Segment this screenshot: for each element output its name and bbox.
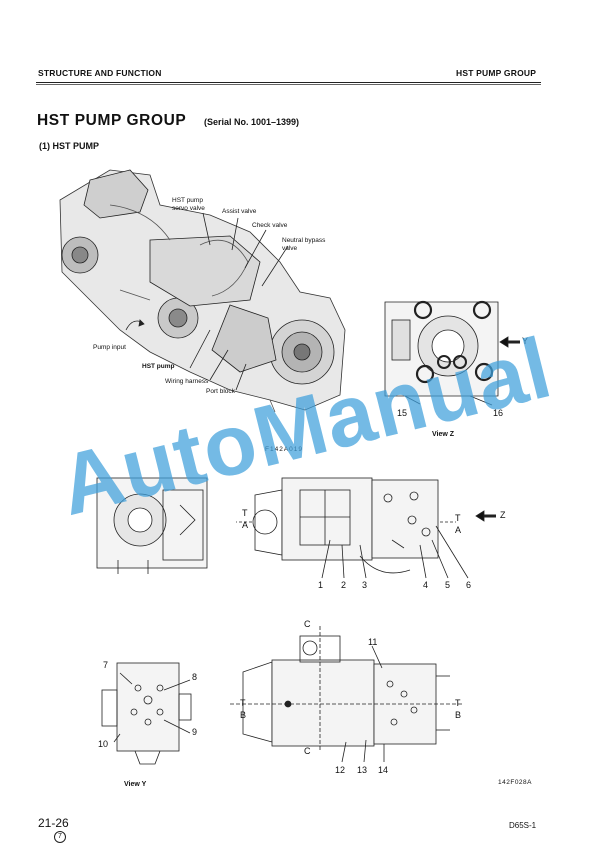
header-section-title: STRUCTURE AND FUNCTION	[38, 68, 162, 78]
arrow-z-letter: Z	[500, 510, 506, 520]
label-port-block: Port block	[206, 388, 235, 395]
model-number: D65S-1	[509, 821, 537, 830]
view-z-label: View Z	[432, 431, 455, 438]
part-number: 9	[192, 727, 198, 737]
part-number: 11	[368, 637, 378, 647]
section-c-top: C	[304, 619, 311, 629]
view-y-drawing	[101, 662, 192, 765]
part-number: 16	[493, 408, 504, 418]
part-number: 13	[357, 765, 368, 775]
section-view-drawing	[230, 626, 462, 763]
part-number: 15	[397, 408, 408, 418]
section-c-bottom: C	[304, 746, 311, 756]
part-number: 12	[335, 765, 346, 775]
figure-code-2: 142F028A	[498, 779, 532, 786]
header-rule-thin	[36, 84, 541, 85]
view-z-drawing	[384, 300, 520, 406]
part-number: 14	[378, 765, 389, 775]
section-a-right-top: T	[455, 513, 461, 523]
part-number: 10	[98, 739, 109, 749]
page-title: HST PUMP GROUP	[37, 112, 187, 129]
figure-code-1: F142A019	[265, 446, 303, 453]
part-number: 2	[341, 580, 347, 590]
label-wiring-harness: Wiring harness	[165, 378, 209, 385]
serial-range: (Serial No. 1001–1399)	[204, 117, 300, 127]
view-y-label: View Y	[124, 781, 147, 788]
label-pump-input: Pump input	[93, 344, 126, 351]
section-b-right-bottom: B	[455, 710, 462, 720]
label-hst-pump: HST pump	[142, 363, 175, 370]
section-subtitle: (1) HST PUMP	[39, 141, 100, 151]
label-hst-servo-1: HST pump	[172, 197, 203, 204]
part-number: 3	[362, 580, 368, 590]
section-a-right-bottom: A	[455, 525, 462, 535]
label-neutral-bypass-2: valve	[282, 245, 298, 252]
section-b-left-top: T	[240, 698, 246, 708]
section-a-left-top: T	[242, 508, 248, 518]
page-number: 21-26	[38, 816, 69, 830]
section-b-right-top: T	[455, 698, 461, 708]
section-b-left-bottom: B	[240, 710, 247, 720]
revision-circle: 7	[54, 831, 66, 843]
part-number: 8	[192, 672, 198, 682]
part-number: 4	[423, 580, 429, 590]
part-number: 6	[466, 580, 472, 590]
part-number: 5	[445, 580, 451, 590]
label-check-valve: Check valve	[252, 222, 288, 229]
section-a-left-bottom: A	[242, 520, 249, 530]
pump-assembly-illustration	[59, 169, 346, 413]
label-assist-valve: Assist valve	[222, 208, 257, 215]
part-number: 1	[318, 580, 324, 590]
part-number: 7	[103, 660, 109, 670]
header-rule	[36, 82, 541, 83]
front-view-drawing	[96, 477, 208, 574]
header-group-title: HST PUMP GROUP	[456, 68, 537, 78]
side-view-drawing	[236, 477, 496, 579]
label-neutral-bypass-1: Neutral bypass	[282, 237, 326, 244]
label-hst-servo-2: servo valve	[172, 205, 205, 212]
arrow-y-letter: Y	[522, 336, 529, 346]
